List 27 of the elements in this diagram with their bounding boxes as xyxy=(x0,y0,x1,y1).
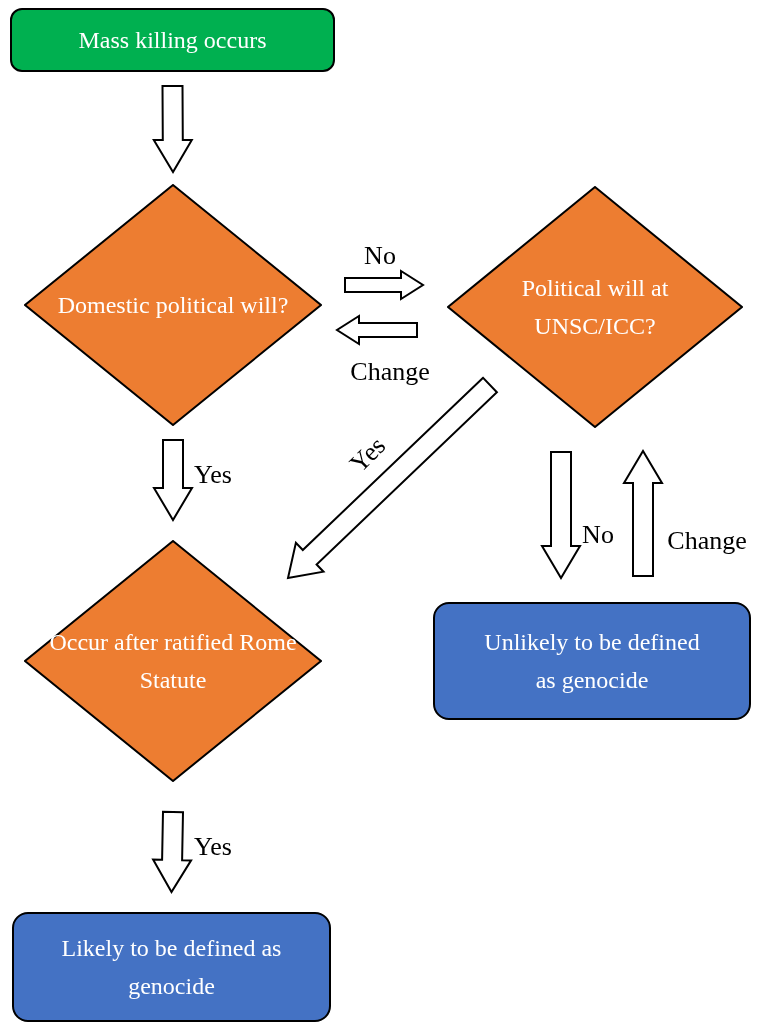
node-text: Unlikely to be defined as genocide xyxy=(483,628,701,695)
block-arrow xyxy=(286,376,499,580)
edge-label: Yes xyxy=(194,460,232,490)
node-text: Occur after ratified Rome Statute xyxy=(48,628,298,695)
node-text: Mass killing occurs xyxy=(78,26,267,55)
outcome-box xyxy=(12,912,331,1022)
node-text: Political will at UNSC/ICC? xyxy=(520,274,670,341)
block-arrow xyxy=(152,439,194,522)
block-arrow xyxy=(540,451,582,580)
block-arrow xyxy=(344,269,425,301)
edge-label: Yes xyxy=(344,431,392,479)
node-text: Domestic political will? xyxy=(57,291,289,320)
start-box xyxy=(10,8,335,72)
outcome-box xyxy=(433,602,751,720)
decision-diamond xyxy=(24,540,322,782)
block-arrow xyxy=(152,84,194,174)
node-text: Likely to be defined as genocide xyxy=(60,934,283,1001)
block-arrow xyxy=(622,449,664,577)
edge-label: Change xyxy=(350,357,430,387)
block-arrow xyxy=(151,810,193,894)
edge-label: Change xyxy=(667,526,747,556)
decision-diamond xyxy=(24,184,322,426)
edge-label: No xyxy=(582,520,614,550)
decision-diamond xyxy=(447,186,743,428)
edge-label: Yes xyxy=(194,832,232,862)
block-arrow xyxy=(335,314,418,346)
edge-label: No xyxy=(364,241,396,271)
